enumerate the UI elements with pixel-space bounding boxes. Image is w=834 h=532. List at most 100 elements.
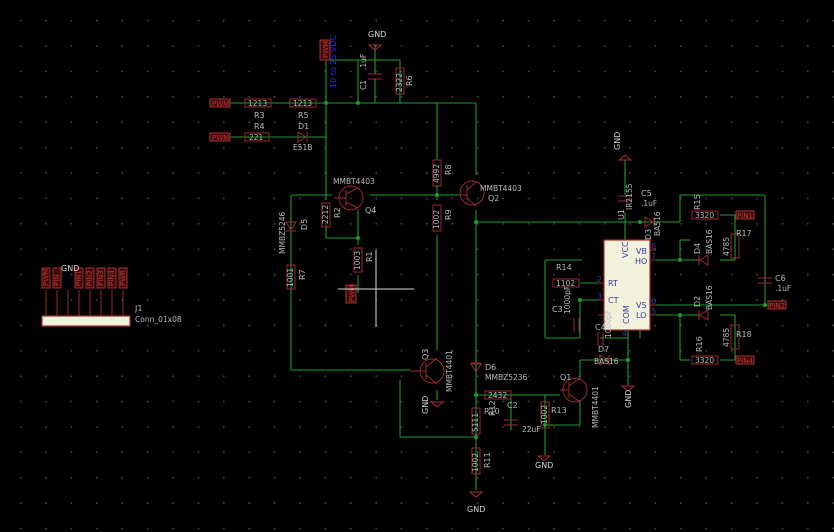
port-pwm-r1: PWM	[348, 285, 356, 302]
q2-value: MMBT4403	[480, 184, 522, 193]
r7-value: 1001	[286, 268, 295, 287]
d3-value: BAS16	[653, 211, 662, 236]
resistor-r3[interactable]	[244, 98, 272, 108]
r12-value: 5111	[471, 413, 480, 432]
gnd-label-bottom: GND	[467, 505, 485, 514]
c1-value: .1uF	[359, 54, 368, 70]
capacitor-c3[interactable]	[573, 318, 580, 332]
resistor-r6[interactable]	[395, 67, 405, 95]
resistor-r14[interactable]	[552, 278, 580, 288]
r6-ref: R6	[405, 75, 414, 86]
j1-pin-5: PIN2	[86, 270, 94, 286]
q3-ref: Q3	[421, 349, 430, 360]
resistor-r10[interactable]	[484, 390, 512, 400]
resistor-r12[interactable]	[471, 407, 481, 435]
capacitor-c1[interactable]	[368, 60, 382, 103]
r1-value: 1003	[353, 251, 362, 270]
r17-ref: R17	[736, 229, 752, 238]
resistor-r11[interactable]	[471, 447, 481, 475]
c2-value: 22uF	[522, 425, 541, 434]
u1-pin-vcc: VCC	[621, 241, 630, 258]
resistor-r8[interactable]	[432, 159, 442, 187]
u1-pin-3: 3	[597, 292, 602, 301]
u1-value: IR2155	[625, 183, 634, 210]
r5-ref: R5	[298, 111, 309, 120]
diode-d1[interactable]	[297, 131, 308, 143]
transistor-q2[interactable]	[459, 180, 485, 207]
u1-pin-ct: CT	[608, 296, 619, 305]
transistor-q4[interactable]	[334, 185, 364, 211]
diode-d3[interactable]	[644, 216, 655, 228]
r13-ref: R13	[551, 406, 567, 415]
c2-ref: C2	[507, 401, 518, 410]
ic-u1[interactable]	[598, 239, 656, 331]
r15-value: 3320	[695, 211, 714, 220]
wires	[230, 45, 766, 490]
j1-pin-1: PWM	[42, 269, 50, 286]
capacitor-c2[interactable]	[504, 419, 518, 426]
resistor-r1[interactable]	[353, 247, 363, 273]
r13-value: 1002	[540, 405, 549, 424]
u1-ref: U1	[617, 209, 626, 220]
u1-pin-6: 6	[651, 297, 656, 306]
diode-d2[interactable]	[698, 309, 709, 321]
r16-ref: R16	[695, 336, 704, 352]
u1-pin-lo: LO	[636, 311, 646, 320]
gnd-label-com: GND	[624, 390, 633, 408]
diode-d6[interactable]	[470, 362, 482, 373]
c6-ref: C6	[775, 274, 786, 283]
connector-j1[interactable]	[41, 267, 131, 327]
capacitor-c5[interactable]	[618, 195, 632, 202]
gnd-label-j1: GND	[61, 264, 79, 273]
diode-d7[interactable]	[599, 354, 610, 366]
resistor-r2[interactable]	[321, 202, 331, 228]
port-pwm-r3: PWM	[212, 100, 229, 108]
transistor-q3[interactable]	[410, 357, 445, 385]
r3-ref: R3	[254, 111, 265, 120]
j1-ref: J1	[134, 304, 142, 313]
resistor-r5[interactable]	[289, 98, 317, 108]
gnd-label-q3: GND	[421, 396, 430, 414]
resistor-r17[interactable]	[730, 233, 740, 259]
port-flags	[209, 39, 787, 365]
d6-ref: D6	[485, 363, 496, 372]
resistor-r13[interactable]	[540, 401, 550, 429]
r18-ref: R18	[736, 330, 752, 339]
capacitor-c6[interactable]	[758, 277, 772, 284]
gnd-label-u1: GND	[613, 132, 622, 150]
cursor-crosshair	[338, 250, 414, 327]
r11-ref: R11	[483, 452, 492, 468]
q4-ref: Q4	[365, 206, 376, 215]
resistor-r7[interactable]	[286, 264, 296, 290]
d1-value: E51B	[293, 143, 312, 152]
c4-value: 1000pF	[604, 310, 613, 338]
resistor-r4[interactable]	[244, 132, 270, 142]
transistor-q1[interactable]	[560, 377, 588, 403]
port-pin1: PIN1	[737, 212, 753, 220]
resistor-r16[interactable]	[691, 355, 719, 365]
resistor-r18[interactable]	[730, 324, 740, 350]
c1-ref: C1	[359, 80, 368, 90]
port-pwm-vin: PWM	[322, 41, 330, 58]
r3-value: 1213	[248, 99, 267, 108]
c3-ref: C3	[552, 305, 563, 314]
port-pwm-r4: PWM	[212, 134, 229, 142]
c5-value: .1uF	[641, 199, 657, 208]
r17-value: 4785	[722, 237, 731, 256]
capacitor-c4[interactable]	[597, 332, 604, 346]
diode-d5[interactable]	[285, 221, 297, 232]
r10-ref: R10	[484, 407, 500, 416]
resistor-r15[interactable]	[691, 210, 719, 220]
diode-d4[interactable]	[698, 254, 709, 266]
r14-value: 1102	[556, 279, 575, 288]
d1-ref: D1	[298, 122, 309, 131]
resistor-r9[interactable]	[432, 204, 442, 232]
r6-value: 2322	[395, 73, 404, 92]
r9-ref: R9	[444, 209, 453, 220]
u1-pin-rt: RT	[608, 279, 618, 288]
q4-value: MMBT4403	[333, 177, 375, 186]
u1-pin-vs: VS	[636, 301, 647, 310]
d6-value: MMBZ5236	[485, 373, 528, 382]
